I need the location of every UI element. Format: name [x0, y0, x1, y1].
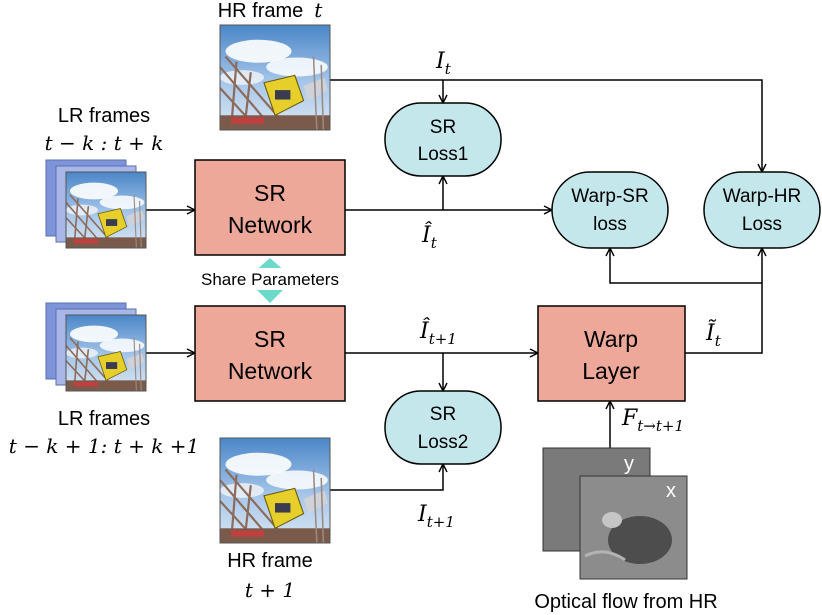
sr-network-bottom-line1: SR	[254, 326, 286, 352]
hr-frame-t-label: HR frame t	[218, 0, 324, 22]
hr-frame-t1-image	[219, 437, 331, 544]
lr-frames-top-label: LR frames	[58, 105, 150, 127]
sr-loss1-line2: Loss1	[418, 144, 469, 165]
math-I-t1: It+1	[417, 502, 455, 531]
warp-layer-line1: Warp	[584, 326, 638, 352]
hr-frame-t1-var: t + 1	[245, 578, 295, 602]
sr-network-top-line2: Network	[228, 212, 313, 238]
lr-frames-top-range: t − k : t + k	[45, 131, 164, 155]
warp-sr-loss-line2: loss	[593, 214, 627, 235]
math-Ihat-t1: Ît+1	[419, 317, 457, 348]
hr-frame-t-image	[219, 24, 331, 131]
math-Ihat-t: Ît	[421, 221, 438, 252]
flow-x-label: x	[666, 480, 676, 502]
warp-hr-loss: Warp-HR Loss	[703, 171, 821, 249]
edge-hr-to-warp-hr	[330, 79, 762, 172]
lr-frames-top-stack	[45, 159, 147, 249]
share-parameters-label: Share Parameters	[201, 270, 339, 289]
hr-frame-t1-label: HR frame	[227, 550, 313, 572]
warp-layer-block: Warp Layer	[537, 305, 686, 402]
share-parameters-bg	[187, 268, 353, 290]
sr-loss1-line1: SR	[430, 117, 456, 138]
optical-flow-images: y x	[542, 447, 688, 580]
math-Itilde-t: Ĩt	[705, 318, 722, 350]
optical-flow-label: Optical flow from HR	[534, 591, 717, 613]
connectors	[146, 79, 762, 491]
sr-network-top: SR Network	[194, 159, 346, 256]
sr-loss1: SR Loss1	[384, 102, 502, 177]
lr-frames-bottom-stack	[45, 302, 147, 392]
math-F-flow: Ft→t+1	[621, 406, 684, 435]
flow-y-label: y	[624, 453, 634, 475]
sr-network-top-line1: SR	[254, 180, 286, 206]
sr-network-bottom-line2: Network	[228, 358, 313, 384]
warp-hr-loss-line1: Warp-HR	[723, 186, 801, 207]
warp-hr-loss-line2: Loss	[742, 214, 782, 235]
sr-loss2-line2: Loss2	[418, 432, 469, 453]
sr-loss2-line1: SR	[430, 404, 456, 425]
warp-sr-loss-line1: Warp-SR	[571, 186, 648, 207]
warp-sr-loss: Warp-SR loss	[551, 171, 669, 249]
sr-network-bottom: SR Network	[194, 305, 346, 402]
warp-layer-line2: Layer	[582, 358, 640, 384]
math-I-t: It	[435, 49, 452, 78]
edge-hr1-to-sr-loss2	[330, 464, 443, 491]
sr-loss2: SR Loss2	[384, 390, 502, 465]
lr-frames-bottom-label: LR frames	[58, 408, 150, 430]
lr-frames-bottom-range: t − k + 1: t + k +1	[9, 434, 199, 458]
